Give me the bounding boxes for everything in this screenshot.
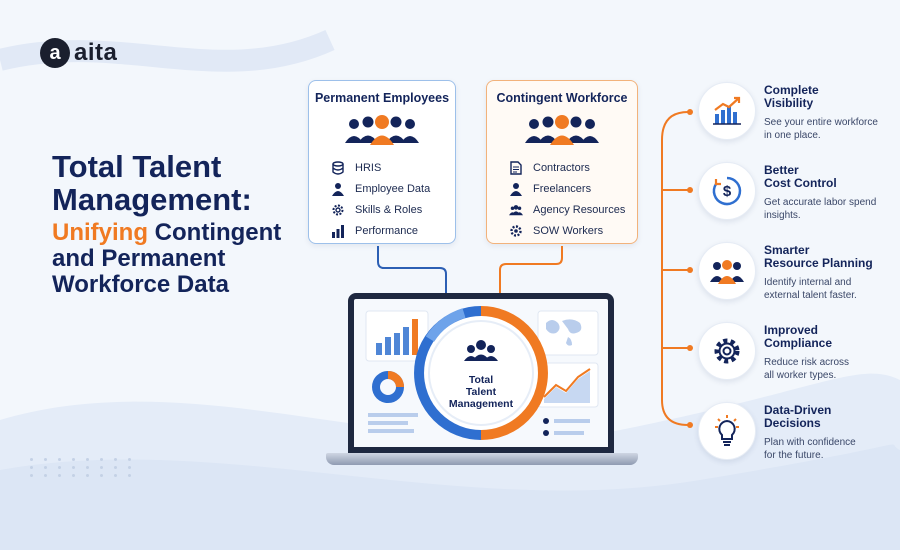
benefit-desc: Reduce risk across all worker types. <box>764 356 892 382</box>
list-item: Skills & Roles <box>331 199 455 220</box>
laptop-base <box>326 453 638 465</box>
person-icon <box>331 182 345 196</box>
permanent-employees-card: Permanent Employees HRIS Employee Data S… <box>308 80 456 244</box>
list-item-label: Performance <box>355 224 418 237</box>
benefit-title-line: Visibility <box>764 96 814 111</box>
decorative-dots <box>30 458 137 477</box>
contingent-card-title: Contingent Workforce <box>496 91 628 105</box>
list-item: Employee Data <box>331 178 455 199</box>
list-item-label: Freelancers <box>533 182 592 195</box>
benefit-desc-line: Identify internal and <box>764 277 852 288</box>
benefit-desc-line: Reduce risk across <box>764 357 850 368</box>
database-icon <box>331 160 345 175</box>
title-line-3-rest: Contingent <box>148 219 282 247</box>
logo-mark-icon: a <box>40 38 70 68</box>
permanent-list: HRIS Employee Data Skills & Roles Perfor… <box>309 157 455 241</box>
title-line-3: Unifying Contingent <box>52 220 312 246</box>
benefit-title-line: Data-Driven <box>764 403 832 417</box>
benefit-desc-line: all worker types. <box>764 370 837 381</box>
benefit-title-line: Better <box>764 163 799 177</box>
center-label: Total Talent Management <box>448 374 514 410</box>
benefit-desc-line: in one place. <box>764 130 821 141</box>
benefit-desc: See your entire workforce in one place. <box>764 116 892 142</box>
contingent-workforce-card: Contingent Workforce Contractors Freelan… <box>486 80 638 244</box>
list-item-label: Contractors <box>533 161 590 174</box>
benefit-title-line: Decisions <box>764 416 821 431</box>
page-title: Total Talent Management: Unifying Contin… <box>52 150 312 297</box>
benefit-desc: Identify internal and external talent fas… <box>764 276 892 302</box>
dollar-icon: $ <box>698 162 756 220</box>
laptop-screen: Total Talent Management <box>348 293 614 453</box>
list-item: SOW Workers <box>509 220 637 241</box>
document-icon <box>509 160 523 175</box>
title-line-4: and Permanent <box>52 244 226 272</box>
list-item: Performance <box>331 220 455 241</box>
benefit-desc: Get accurate labor spend insights. <box>764 196 892 222</box>
list-item-label: Skills & Roles <box>355 203 423 216</box>
title-highlight: Unifying <box>52 219 148 247</box>
list-item-label: HRIS <box>355 161 382 174</box>
benefit-desc-line: insights. <box>764 210 801 221</box>
list-item: HRIS <box>331 157 455 178</box>
title-line-1: Total Talent <box>52 149 222 184</box>
gear-icon <box>509 224 523 238</box>
list-item-label: Agency Resources <box>533 203 626 216</box>
benefit-desc-line: external talent faster. <box>764 290 857 301</box>
center-label-line-1: Total <box>468 374 494 386</box>
dashboard-illustration <box>365 306 599 440</box>
team-icon <box>698 242 756 300</box>
gear-icon <box>331 203 345 217</box>
benefit-title-line: Cost Control <box>764 176 837 191</box>
person-icon <box>509 182 523 196</box>
benefit-title-line: Compliance <box>764 336 833 351</box>
benefit-title-line: Smarter <box>764 243 810 257</box>
lightbulb-icon <box>698 402 756 460</box>
logo-text: aita <box>74 39 118 66</box>
benefit-title-line: Resource Planning <box>764 256 873 271</box>
center-label-line-2: Talent <box>465 386 497 399</box>
benefit-desc-line: for the future. <box>764 450 824 461</box>
benefit-desc: Plan with confidence for the future. <box>764 436 892 462</box>
people-group-icon <box>309 113 455 149</box>
gear-icon <box>698 322 756 380</box>
title-line-2: Management: <box>52 182 252 218</box>
laptop-dashboard: Total Talent Management <box>326 293 638 470</box>
growth-chart-icon <box>698 82 756 140</box>
benefit-desc-line: See your entire workforce <box>764 117 878 128</box>
benefit-title-line: Complete <box>764 83 819 97</box>
list-item: Contractors <box>509 157 637 178</box>
brand-logo: a aita <box>40 38 117 68</box>
contingent-list: Contractors Freelancers Agency Resources… <box>487 157 637 241</box>
benefit-desc-line: Plan with confidence <box>764 437 856 448</box>
list-item-label: Employee Data <box>355 182 431 195</box>
group-icon <box>509 203 523 217</box>
center-label-line-3: Management <box>448 398 514 411</box>
permanent-card-title: Permanent Employees <box>314 91 450 105</box>
list-item: Freelancers <box>509 178 637 199</box>
list-item-label: SOW Workers <box>533 224 604 237</box>
title-line-5: Workforce Data <box>52 270 229 298</box>
list-item: Agency Resources <box>509 199 637 220</box>
people-group-icon <box>487 113 637 149</box>
svg-text:$: $ <box>723 183 732 200</box>
bar-chart-icon <box>331 224 345 238</box>
benefit-desc-line: Get accurate labor spend <box>764 197 877 208</box>
benefit-title-line: Improved <box>764 323 819 337</box>
